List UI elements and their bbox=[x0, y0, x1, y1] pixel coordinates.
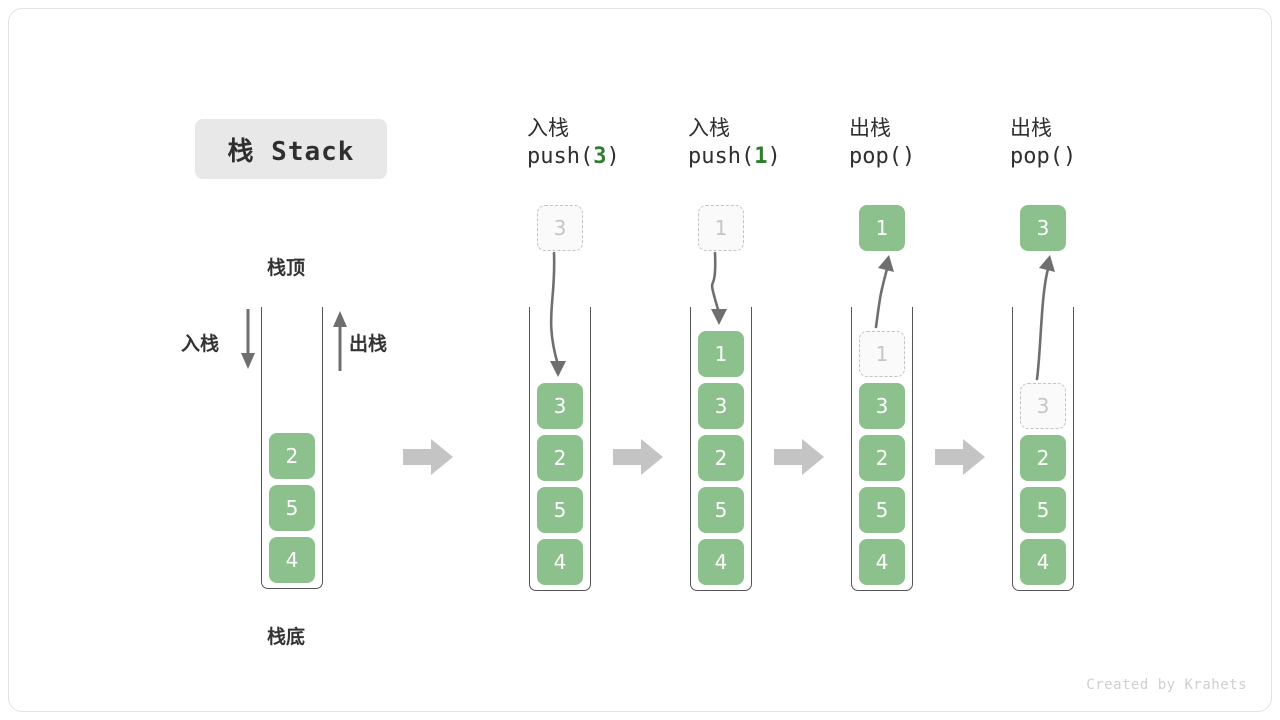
stage-operation-label: 入栈 bbox=[688, 116, 730, 140]
pop-label: 出栈 bbox=[349, 333, 388, 355]
stage-code-argument: 1 bbox=[754, 144, 768, 169]
stack-container-pop-1 bbox=[851, 307, 913, 591]
reference-stack-container bbox=[261, 307, 323, 589]
stage-header-pop-1: 出栈 pop() bbox=[849, 114, 1019, 172]
stack-cell: 5 bbox=[698, 487, 744, 533]
stack-cell: 2 bbox=[698, 435, 744, 481]
stage-code-label: push(1) bbox=[688, 144, 781, 169]
stack-cell: 1 bbox=[698, 331, 744, 377]
stage-header-push-1: 入栈 push(1) bbox=[688, 114, 858, 172]
stage-code-label: pop() bbox=[1010, 144, 1077, 169]
stack-cell: 4 bbox=[1020, 539, 1066, 585]
push-direction-arrow-icon bbox=[241, 309, 255, 369]
flow-arrow-icon bbox=[613, 439, 663, 475]
stage-header-pop-3: 出栈 pop() bbox=[1010, 114, 1180, 172]
stack-cell: 3 bbox=[859, 383, 905, 429]
stack-cell: 2 bbox=[269, 433, 315, 479]
stack-cell: 3 bbox=[537, 383, 583, 429]
stage-header-push-3: 入栈 push(3) bbox=[527, 114, 697, 172]
floating-element-box: 3 bbox=[1020, 205, 1066, 251]
stack-cell: 5 bbox=[1020, 487, 1066, 533]
stack-cell: 2 bbox=[859, 435, 905, 481]
flow-arrow-icon bbox=[935, 439, 985, 475]
stack-cell: 5 bbox=[269, 485, 315, 531]
stack-cell: 5 bbox=[537, 487, 583, 533]
diagram-title-chip: 栈 Stack bbox=[195, 119, 387, 179]
floating-element-box: 3 bbox=[537, 205, 583, 251]
flow-arrow-icon bbox=[774, 439, 824, 475]
stack-cell: 2 bbox=[1020, 435, 1066, 481]
stack-cell: 3 bbox=[1020, 383, 1066, 429]
stack-container-pop-3 bbox=[1012, 307, 1074, 591]
push-label: 入栈 bbox=[181, 333, 220, 355]
stage-code-label: push(3) bbox=[527, 144, 620, 169]
page-title: 栈 Stack bbox=[227, 136, 355, 167]
stack-cell: 1 bbox=[859, 331, 905, 377]
stack-container-push-3 bbox=[529, 307, 591, 591]
stack-cell: 2 bbox=[537, 435, 583, 481]
stack-cell: 4 bbox=[698, 539, 744, 585]
credit-footer: Created by Krahets bbox=[1086, 677, 1247, 693]
stack-container-push-1 bbox=[690, 307, 752, 591]
stage-operation-label: 出栈 bbox=[849, 116, 891, 140]
pop-direction-arrow-icon bbox=[333, 311, 347, 371]
stage-operation-label: 入栈 bbox=[527, 116, 569, 140]
stack-cell: 5 bbox=[859, 487, 905, 533]
floating-element-box: 1 bbox=[698, 205, 744, 251]
stack-cell: 4 bbox=[269, 537, 315, 583]
stack-bottom-label: 栈底 bbox=[267, 626, 306, 648]
stack-cell: 4 bbox=[537, 539, 583, 585]
flow-arrow-icon bbox=[403, 439, 453, 475]
stack-top-label: 栈顶 bbox=[267, 257, 306, 279]
stage-code-label: pop() bbox=[849, 144, 916, 169]
stack-cell: 3 bbox=[698, 383, 744, 429]
floating-element-box: 1 bbox=[859, 205, 905, 251]
stage-operation-label: 出栈 bbox=[1010, 116, 1052, 140]
stage-code-argument: 3 bbox=[593, 144, 607, 169]
stack-cell: 4 bbox=[859, 539, 905, 585]
